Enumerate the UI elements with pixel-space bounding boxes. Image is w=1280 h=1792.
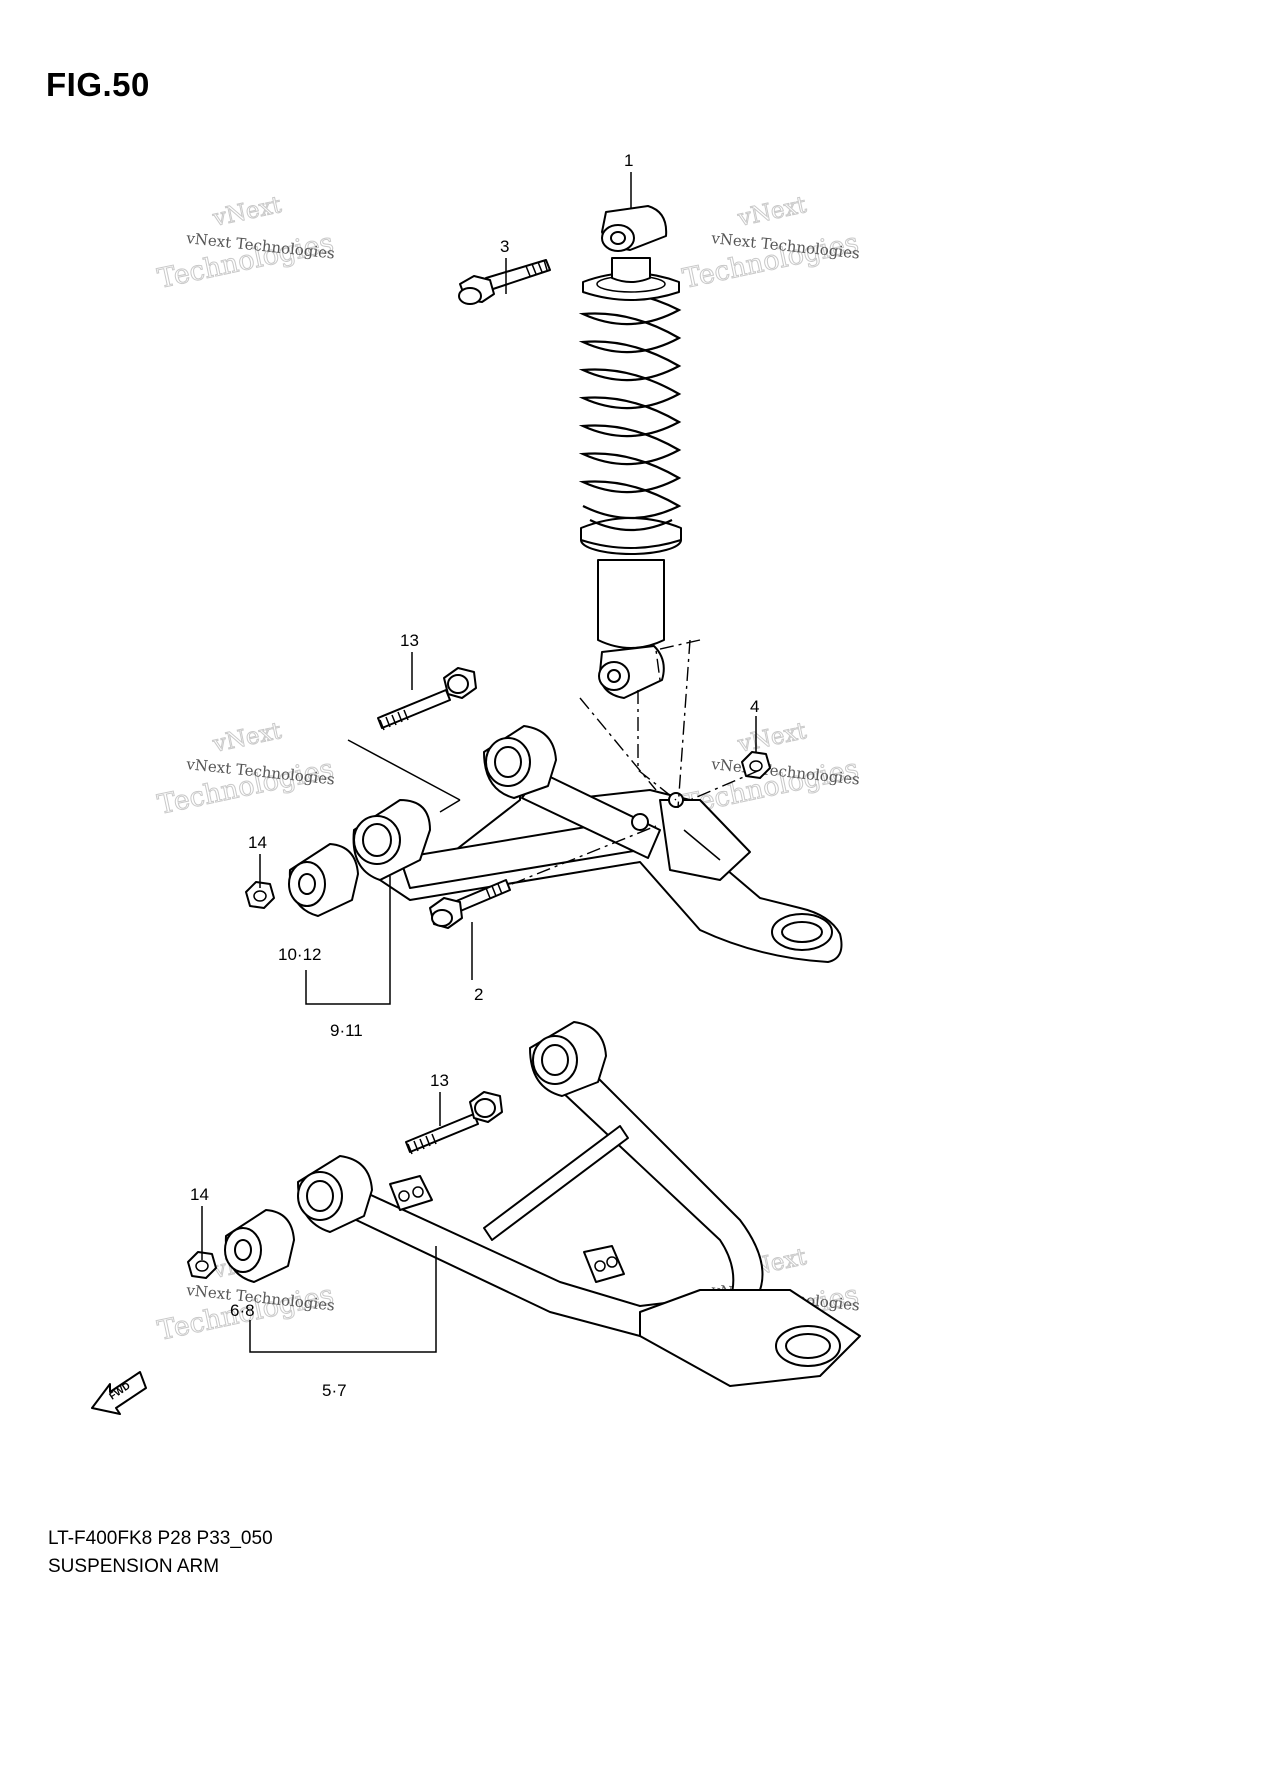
fwd-arrow-icon: FWD	[91, 1371, 147, 1415]
bolt-13-upper	[377, 667, 477, 731]
lower-suspension-arm	[297, 1021, 861, 1387]
svg-text:vNext: vNext	[735, 192, 810, 232]
bolt-2	[429, 879, 511, 929]
bolt-13-lower	[405, 1091, 503, 1155]
callout-10-12: 10·12	[278, 945, 321, 964]
watermark-mid-left: vNext Technologies vNext Technologies	[155, 717, 337, 821]
callout-1: 1	[624, 151, 633, 170]
callout-5-7: 5·7	[322, 1381, 347, 1400]
svg-text:vNext: vNext	[735, 718, 810, 758]
bushing-10-12	[288, 843, 359, 917]
callout-13-lower: 13	[430, 1071, 449, 1090]
callout-9-11: 9·11	[330, 1021, 363, 1040]
watermark-top-right: vNext Technologies vNext Technologies	[680, 191, 862, 295]
bushing-6-8	[224, 1209, 295, 1283]
nut-14-upper	[245, 881, 275, 909]
assembly-lines-upper	[347, 639, 761, 885]
watermark-top-left: vNext Technologies vNext Technologies	[155, 191, 337, 295]
model-code: LT-F400FK8 P28 P33_050	[48, 1528, 273, 1549]
figure-title: FIG.50	[46, 66, 150, 103]
callout-4: 4	[750, 697, 759, 716]
nut-4	[741, 751, 771, 779]
callout-14-upper: 14	[248, 833, 267, 852]
nut-14-lower	[187, 1251, 217, 1279]
shock-absorber	[578, 205, 682, 699]
leader-lines	[201, 172, 757, 1353]
callout-2: 2	[474, 985, 483, 1004]
watermark-mid-right: vNext Technologies vNext Technologies	[680, 717, 862, 821]
callout-13-upper: 13	[400, 631, 419, 650]
svg-text:vNext: vNext	[210, 718, 285, 758]
section-name: SUSPENSION ARM	[48, 1556, 220, 1577]
bolt-3	[458, 259, 551, 305]
callout-6-8: 6·8	[230, 1301, 255, 1320]
callout-3: 3	[500, 237, 509, 256]
upper-suspension-arm	[352, 725, 843, 963]
callout-14-lower: 14	[190, 1185, 209, 1204]
svg-text:vNext: vNext	[210, 192, 285, 232]
